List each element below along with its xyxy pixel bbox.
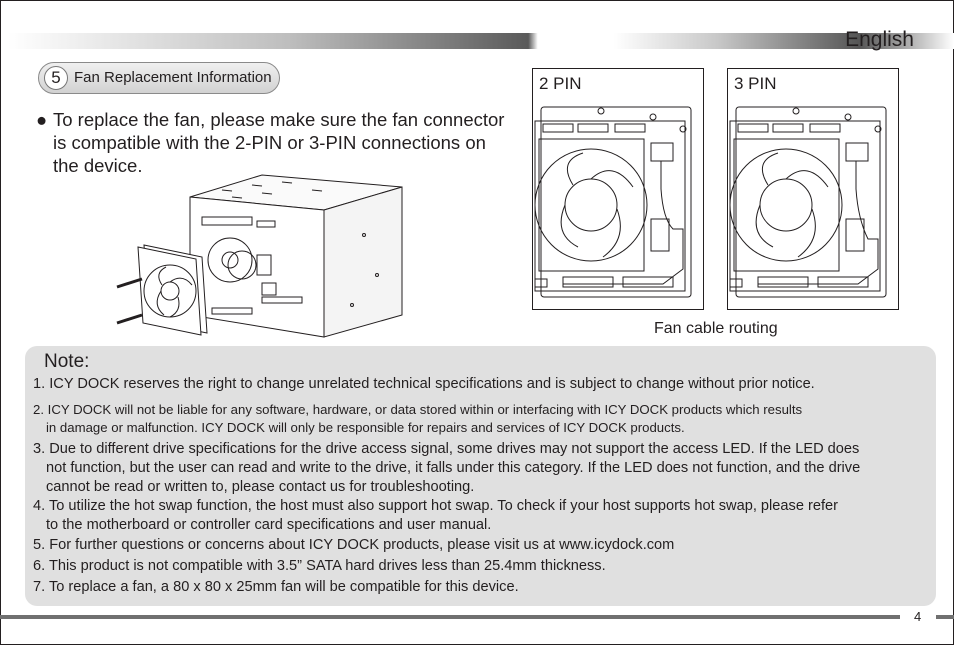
panel-label: 2 PIN bbox=[539, 74, 582, 93]
note-line: 2. ICY DOCK will not be liable for any s… bbox=[33, 402, 803, 417]
footer-bar bbox=[0, 615, 900, 619]
note-item: 4. To utilize the hot swap function, the… bbox=[33, 497, 838, 535]
bullet-line: To replace the fan, please make sure the… bbox=[53, 109, 505, 130]
fan-routing-diagram-2pin bbox=[534, 106, 692, 298]
note-line: 7. To replace a fan, a 80 x 80 x 25mm fa… bbox=[33, 579, 519, 595]
note-item: 1. ICY DOCK reserves the right to change… bbox=[33, 375, 815, 394]
figure-caption: Fan cable routing bbox=[654, 320, 778, 337]
panel-2pin: 2 PIN bbox=[532, 68, 704, 310]
footer-bar-end bbox=[936, 615, 954, 619]
note-line: 4. To utilize the hot swap function, the… bbox=[33, 498, 838, 514]
note-line: 1. ICY DOCK reserves the right to change… bbox=[33, 376, 815, 392]
bullet-icon: ● bbox=[36, 109, 48, 130]
fan-routing-diagram-3pin bbox=[729, 106, 887, 298]
bullet-line: the device. bbox=[53, 155, 143, 176]
language-label: English bbox=[845, 28, 914, 51]
section-heading: 5 Fan Replacement Information bbox=[38, 62, 280, 94]
bullet-line: is compatible with the 2-PIN or 3-PIN co… bbox=[53, 132, 486, 153]
section-number: 5 bbox=[44, 66, 68, 90]
notes-title: Note: bbox=[44, 351, 90, 372]
panel-3pin: 3 PIN bbox=[727, 68, 899, 310]
device-illustration bbox=[116, 174, 403, 338]
note-line: 6. This product is not compatible with 3… bbox=[33, 558, 606, 574]
section-title: Fan Replacement Information bbox=[74, 69, 272, 86]
note-line: not function, but the user can read and … bbox=[46, 460, 861, 476]
instruction-bullet: ● To replace the fan, please make sure t… bbox=[36, 108, 506, 177]
notes-box: Note: 1. ICY DOCK reserves the right to … bbox=[25, 346, 936, 606]
page-number: 4 bbox=[914, 609, 922, 624]
note-line: 5. For further questions or concerns abo… bbox=[33, 537, 675, 553]
note-item: 5. For further questions or concerns abo… bbox=[33, 536, 674, 555]
note-item: 6. This product is not compatible with 3… bbox=[33, 557, 606, 576]
note-item: 7. To replace a fan, a 80 x 80 x 25mm fa… bbox=[33, 578, 519, 597]
note-item: 3. Due to different drive specifications… bbox=[33, 440, 860, 497]
note-line: 3. Due to different drive specifications… bbox=[33, 441, 860, 457]
note-line: cannot be read or written to, please con… bbox=[46, 479, 475, 495]
note-item: 2. ICY DOCK will not be liable for any s… bbox=[33, 401, 802, 437]
header-bar bbox=[8, 33, 954, 49]
note-line: to the motherboard or controller card sp… bbox=[46, 517, 492, 533]
panel-label: 3 PIN bbox=[734, 74, 777, 93]
note-line: in damage or malfunction. ICY DOCK will … bbox=[46, 420, 685, 435]
